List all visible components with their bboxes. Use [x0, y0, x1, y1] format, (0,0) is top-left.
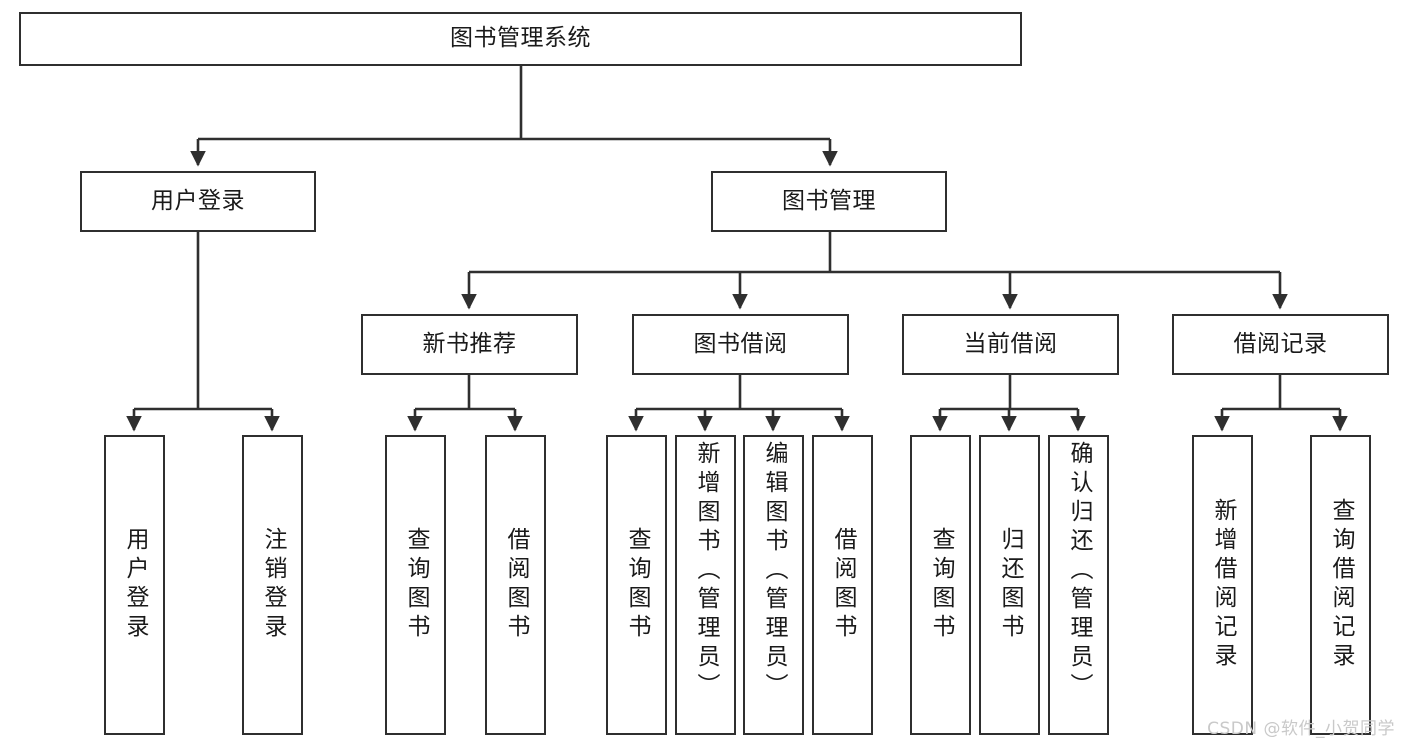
node-label: 借阅图书 [830, 527, 856, 643]
node-leaf-confirm-return-admin[interactable]: 确认归还（管理员） [1048, 435, 1109, 735]
node-leaf-query-book-3[interactable]: 查询图书 [910, 435, 971, 735]
node-label: 借阅记录 [1233, 330, 1328, 357]
node-leaf-add-borrow-record[interactable]: 新增借阅记录 [1192, 435, 1253, 735]
node-leaf-edit-book-admin[interactable]: 编辑图书（管理员） [743, 435, 804, 735]
node-leaf-query-book-2[interactable]: 查询图书 [606, 435, 667, 735]
node-leaf-logout[interactable]: 注销登录 [242, 435, 303, 735]
node-leaf-borrow-book-1[interactable]: 借阅图书 [485, 435, 546, 735]
node-label: 归还图书 [997, 527, 1023, 643]
node-leaf-return-book[interactable]: 归还图书 [979, 435, 1040, 735]
node-book-manage[interactable]: 图书管理 [711, 171, 947, 232]
node-label: 确认归还（管理员） [1066, 441, 1092, 702]
node-label: 当前借阅 [963, 330, 1058, 357]
node-user-login[interactable]: 用户登录 [80, 171, 316, 232]
node-leaf-borrow-book-2[interactable]: 借阅图书 [812, 435, 873, 735]
node-label: 图书借阅 [693, 330, 788, 357]
node-label: 图书管理系统 [450, 25, 591, 52]
node-label: 查询图书 [624, 527, 650, 643]
node-label: 图书管理 [782, 187, 876, 214]
csdn-watermark: CSDN @软件_小贺同学 [1207, 719, 1395, 739]
node-leaf-query-borrow-record[interactable]: 查询借阅记录 [1310, 435, 1371, 735]
node-new-book-recommend[interactable]: 新书推荐 [361, 314, 578, 375]
node-current-borrow[interactable]: 当前借阅 [902, 314, 1119, 375]
node-label: 用户登录 [122, 527, 148, 643]
node-leaf-add-book-admin[interactable]: 新增图书（管理员） [675, 435, 736, 735]
node-label: 新增借阅记录 [1210, 498, 1236, 672]
node-label: 查询借阅记录 [1328, 498, 1354, 672]
node-label: 用户登录 [151, 187, 245, 214]
node-leaf-user-login[interactable]: 用户登录 [104, 435, 165, 735]
node-book-borrow[interactable]: 图书借阅 [632, 314, 849, 375]
node-label: 查询图书 [928, 527, 954, 643]
node-label: 编辑图书（管理员） [761, 441, 787, 702]
node-leaf-query-book-1[interactable]: 查询图书 [385, 435, 446, 735]
node-label: 借阅图书 [503, 527, 529, 643]
node-label: 查询图书 [403, 527, 429, 643]
node-root-book-management-system[interactable]: 图书管理系统 [19, 12, 1022, 66]
node-label: 注销登录 [260, 527, 286, 643]
node-label: 新增图书（管理员） [693, 441, 719, 702]
node-borrow-record[interactable]: 借阅记录 [1172, 314, 1389, 375]
node-label: 新书推荐 [422, 330, 517, 357]
